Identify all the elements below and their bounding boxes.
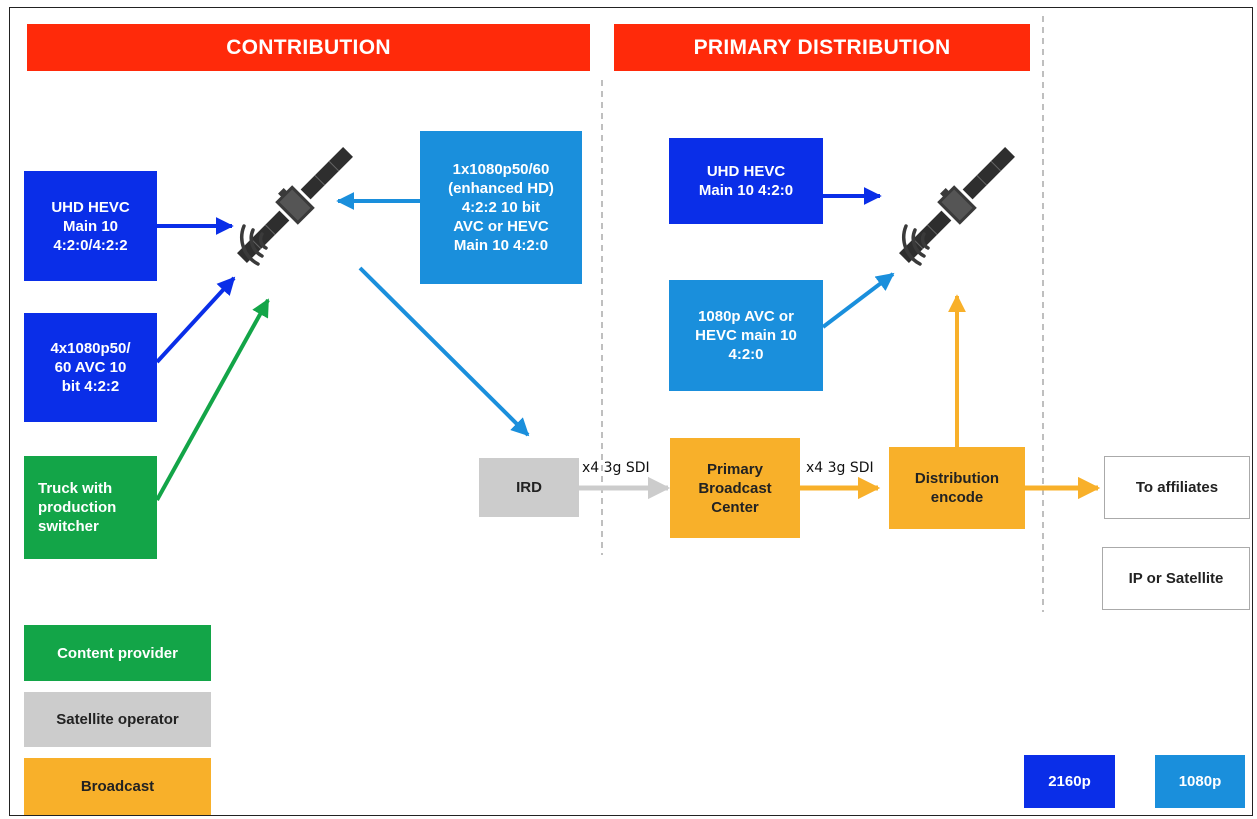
link-label-ird: x4 3g SDI <box>582 460 650 476</box>
dist-1080p: 1080p AVC or HEVC main 10 4:2:0 <box>669 280 823 391</box>
source-truck: Truck with production switcher <box>24 456 157 559</box>
legend-1080p: 1080p <box>1155 755 1245 808</box>
source-uhd-hevc: UHD HEVC Main 10 4:2:0/4:2:2 <box>24 171 157 281</box>
link-label-primary: x4 3g SDI <box>806 460 874 476</box>
distribution-encode: Distribution encode <box>889 447 1025 529</box>
ird-box: IRD <box>479 458 579 517</box>
header-primary-distribution: PRIMARY DISTRIBUTION <box>614 24 1030 71</box>
dist-uhd-hevc: UHD HEVC Main 10 4:2:0 <box>669 138 823 224</box>
satellite-icon <box>899 147 1015 263</box>
source-quad-1080p: 4x1080p50/ 60 AVC 10 bit 4:2:2 <box>24 313 157 422</box>
arrow-truck-to-satellite <box>155 298 270 501</box>
legend-satellite-operator: Satellite operator <box>24 692 211 747</box>
legend-broadcast: Broadcast <box>24 758 211 815</box>
legend-content-provider: Content provider <box>24 625 211 681</box>
source-enhanced-hd: 1x1080p50/60 (enhanced HD) 4:2:2 10 bit … <box>420 131 582 284</box>
arrow-hd-dist-to-satellite <box>821 272 895 329</box>
output-ip-satellite: IP or Satellite <box>1102 547 1250 610</box>
arrow-quad-to-satellite <box>155 276 236 364</box>
legend-2160p: 2160p <box>1024 755 1115 808</box>
satellite-icon <box>237 147 353 263</box>
output-affiliates: To affiliates <box>1104 456 1250 519</box>
primary-broadcast-center: Primary Broadcast Center <box>670 438 800 538</box>
signal-waves-icon <box>240 224 268 266</box>
signal-waves-icon <box>902 224 930 266</box>
diagram-frame <box>9 7 1253 816</box>
header-contribution: CONTRIBUTION <box>27 24 590 71</box>
arrow-satellite-to-ird <box>358 266 530 437</box>
